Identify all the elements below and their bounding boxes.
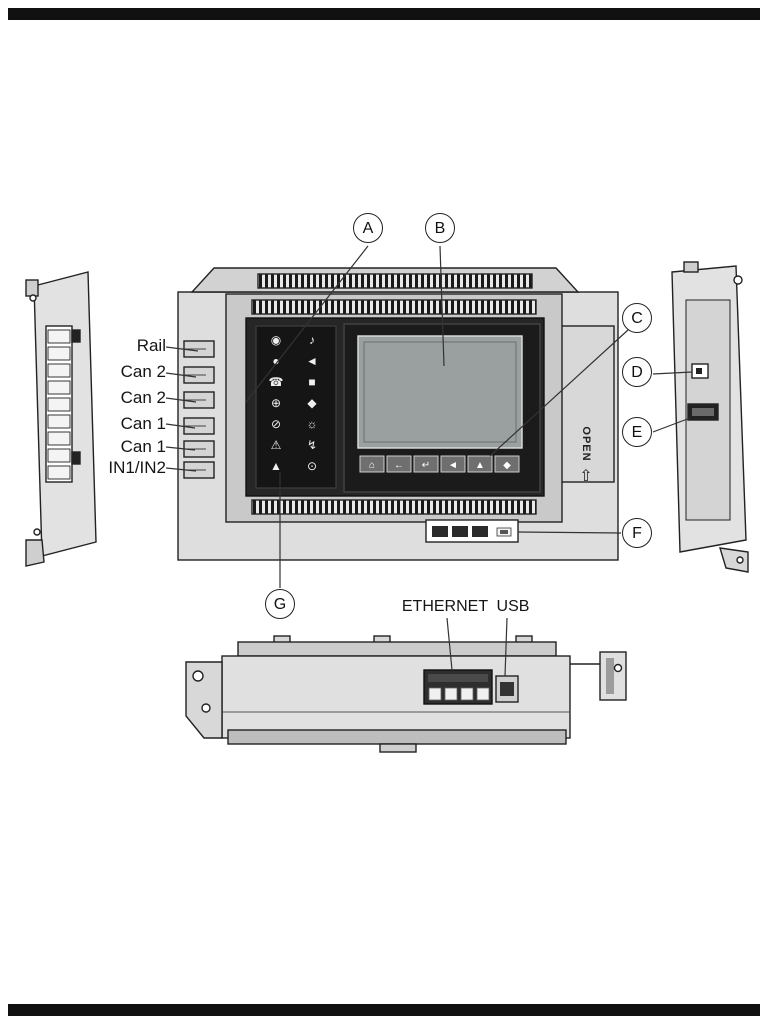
bottom-left-bracket: [185, 661, 223, 739]
up-key: [467, 455, 493, 473]
select-key-glyph: ◆: [503, 460, 511, 471]
wiring-hooks: [183, 340, 215, 479]
open-label: OPEN: [580, 426, 592, 462]
left-key: [440, 455, 466, 473]
printer-icon: ■: [308, 375, 315, 389]
front-top-vent: [251, 299, 537, 315]
power-icon: ⊙: [307, 459, 317, 473]
gas-icon: ◆: [307, 396, 317, 410]
right-side-view: [671, 261, 749, 573]
usb-port: [495, 675, 519, 703]
left-view-top-connector: [71, 329, 81, 343]
callout-a: A: [353, 213, 383, 243]
fault-warning-icon: ⚠: [271, 438, 282, 452]
left-key-glyph: ◄: [448, 460, 458, 471]
page-border-bottom: [8, 1004, 760, 1016]
sprinkler-icon: ☼: [307, 417, 318, 431]
page-border-top: [8, 8, 760, 20]
callout-e: E: [622, 417, 652, 447]
ethernet-port: [423, 669, 493, 705]
callout-b: B: [425, 213, 455, 243]
bottom-top-rail: [237, 641, 557, 657]
alarm-icon: ▲: [270, 459, 282, 473]
left-side-view: [25, 271, 97, 567]
keypad-row: ⌂ ← ↵ ◄ ▲ ◆: [359, 455, 520, 473]
usb-label: USB: [496, 598, 530, 615]
terminal-label-rail: Rail: [136, 336, 166, 355]
disabled-icon: ⊘: [271, 417, 281, 431]
callout-g: G: [265, 589, 295, 619]
enter-key: [413, 455, 439, 473]
enter-key-glyph: ↵: [422, 460, 430, 471]
select-key: [494, 455, 520, 473]
terminal-label-in1-in2: IN1/IN2: [108, 458, 166, 477]
home-key-glyph: ⌂: [369, 460, 375, 471]
left-view-bottom-connector: [71, 451, 81, 465]
screen-inner-border: [363, 341, 517, 443]
bottom-connector-strip: [425, 519, 519, 543]
bottom-lower-strip: [227, 729, 567, 745]
service-icon: ⊕: [271, 396, 281, 410]
lid-vent-strip: [257, 273, 533, 289]
back-key: [386, 455, 412, 473]
callout-c: C: [622, 303, 652, 333]
led-icon-panel: [255, 325, 337, 489]
terminal-label-can2-b: Can 2: [120, 388, 166, 407]
open-arrow-icon: ⇧: [579, 468, 593, 485]
horn-icon: ♪: [309, 333, 315, 347]
extinguishing-icon: ●: [272, 354, 279, 368]
speaker-icon: ◄: [306, 354, 318, 368]
terminal-label-can1-b: Can 1: [120, 437, 166, 456]
transmission-icon: ◉: [271, 333, 281, 347]
bottom-view: [185, 635, 627, 753]
up-key-glyph: ▲: [475, 460, 485, 471]
front-bottom-vent: [251, 499, 537, 515]
callout-f: F: [622, 518, 652, 548]
screen: [357, 335, 523, 449]
home-key: [359, 455, 385, 473]
callout-d: D: [622, 357, 652, 387]
back-key-glyph: ←: [394, 460, 404, 471]
ethernet-label: ETHERNET: [401, 598, 489, 615]
front-view: ◉ ♪ ● ◄ ☎ ■ ⊕ ◆ ⊘ ☼ ⚠ ↯ ▲ ⊙: [177, 267, 619, 561]
phone-icon: ☎: [269, 375, 284, 389]
flash-icon: ↯: [307, 438, 317, 452]
leader-lines: [165, 245, 693, 677]
terminal-label-can2-a: Can 2: [120, 362, 166, 381]
terminal-label-can1-a: Can 1: [120, 414, 166, 433]
